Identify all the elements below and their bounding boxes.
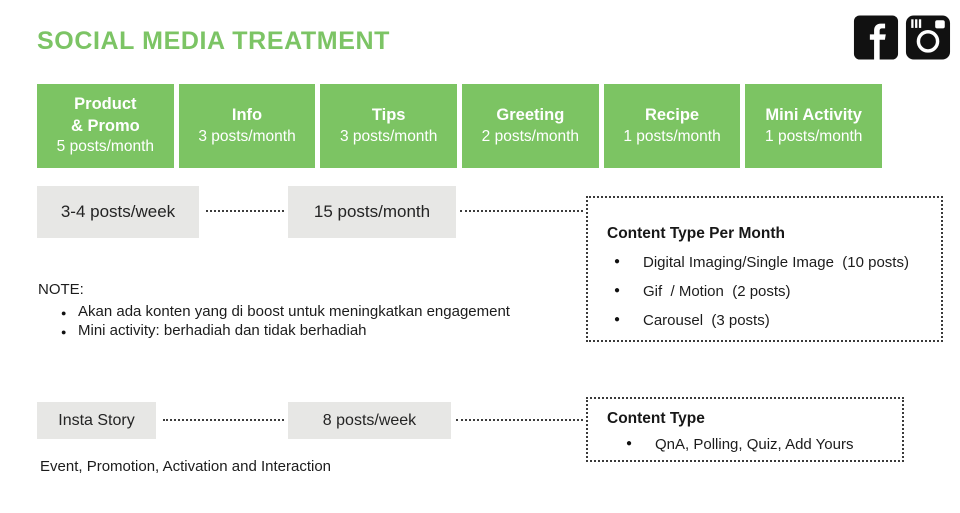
category-frequency: 1 posts/month	[765, 127, 863, 145]
category-row: Product & Promo 5 posts/month Info 3 pos…	[37, 84, 883, 168]
dotted-connector	[456, 419, 583, 421]
list-item: QnA, Polling, Quiz, Add Yours	[607, 436, 888, 453]
note-label: NOTE:	[38, 281, 84, 298]
dotted-connector	[460, 210, 583, 212]
instagram-icon	[905, 14, 951, 61]
category-title: Product & Promo	[70, 95, 140, 135]
category-frequency: 3 posts/month	[340, 127, 438, 145]
category-product-promo: Product & Promo 5 posts/month	[37, 84, 174, 168]
story-weekly-frequency-box: 8 posts/week	[288, 402, 451, 439]
insta-story-box: Insta Story	[37, 402, 156, 439]
dotted-connector	[163, 419, 284, 421]
content-type-story-list: QnA, Polling, Quiz, Add Yours	[607, 436, 888, 453]
content-type-per-month-list: Digital Imaging/Single Image (10 posts) …	[607, 254, 927, 329]
content-type-story-box: Content Type QnA, Polling, Quiz, Add You…	[586, 397, 904, 462]
category-frequency: 3 posts/month	[198, 127, 296, 145]
dotted-connector	[206, 210, 284, 212]
list-item: Digital Imaging/Single Image (10 posts)	[607, 254, 927, 271]
page-title: SOCIAL MEDIA TREATMENT	[37, 27, 391, 55]
category-title: Recipe	[644, 106, 700, 125]
category-mini-activity: Mini Activity 1 posts/month	[745, 84, 883, 168]
list-item: Carousel (3 posts)	[607, 312, 927, 329]
category-title: Info	[231, 106, 263, 125]
story-description: Event, Promotion, Activation and Interac…	[40, 458, 331, 475]
category-frequency: 5 posts/month	[56, 138, 155, 156]
content-type-per-month-title: Content Type Per Month	[607, 225, 785, 242]
category-frequency: 1 posts/month	[623, 127, 721, 145]
category-frequency: 2 posts/month	[481, 127, 580, 145]
category-greeting: Greeting 2 posts/month	[462, 84, 599, 168]
note-block: NOTE: Akan ada konten yang di boost untu…	[38, 281, 598, 342]
category-info: Info 3 posts/month	[178, 84, 316, 168]
feed-monthly-frequency-box: 15 posts/month	[288, 186, 456, 238]
category-recipe: Recipe 1 posts/month	[603, 84, 741, 168]
note-item: Mini activity: berhadiah dan tidak berha…	[38, 321, 598, 342]
social-icon-group	[853, 14, 951, 61]
category-title: Greeting	[496, 106, 565, 125]
note-item: Akan ada konten yang di boost untuk meni…	[38, 302, 598, 323]
category-title: Tips	[371, 106, 406, 125]
content-type-per-month-box: Content Type Per Month Digital Imaging/S…	[586, 196, 943, 342]
category-title: Mini Activity	[765, 106, 862, 125]
category-tips: Tips 3 posts/month	[320, 84, 458, 168]
list-item: Gif / Motion (2 posts)	[607, 283, 927, 300]
facebook-icon	[853, 14, 899, 61]
content-type-story-title: Content Type	[607, 410, 705, 427]
feed-weekly-frequency-box: 3-4 posts/week	[37, 186, 199, 238]
